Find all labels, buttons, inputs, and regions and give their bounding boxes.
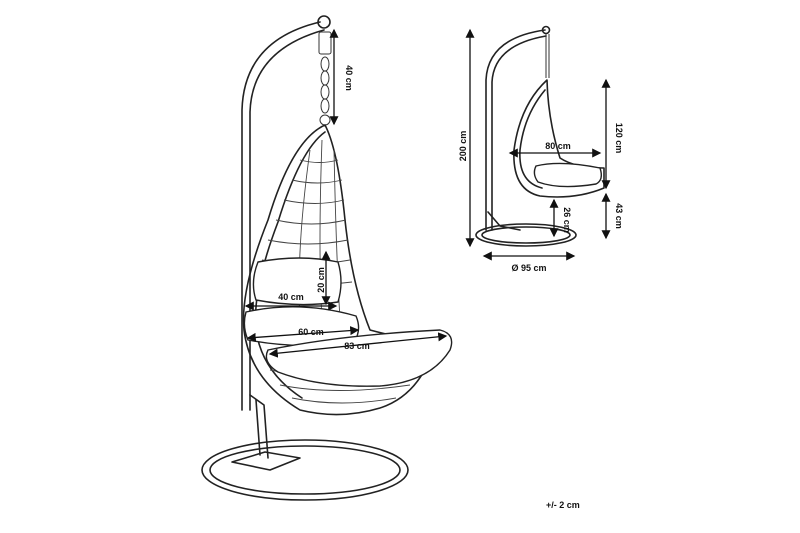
dim-depth-label: 83 cm — [344, 341, 370, 351]
main-chain — [318, 31, 332, 126]
main-cushions — [243, 257, 453, 387]
dim-total-height-label: 200 cm — [458, 131, 468, 162]
dim-seat-height-label: 43 cm — [614, 203, 624, 229]
dim-seat-width-label: 60 cm — [298, 327, 324, 337]
main-base-ring — [201, 439, 409, 501]
side-dimensions: 200 cm 80 cm 120 cm 43 cm 26 cm Ø 95 cm — [458, 28, 624, 273]
main-stand — [241, 15, 331, 459]
dim-ground-clearance-label: 26 cm — [562, 207, 572, 233]
dim-base-label: Ø 95 cm — [511, 263, 546, 273]
side-pod — [513, 79, 605, 198]
dim-chair-height-label: 120 cm — [614, 123, 624, 154]
side-chain — [545, 34, 550, 78]
tolerance-note: +/- 2 cm — [546, 500, 580, 510]
dim-width-label: 80 cm — [545, 141, 571, 151]
dim-chain-label: 40 cm — [344, 65, 354, 91]
side-base — [475, 211, 577, 247]
dim-inner-width-label: 40 cm — [278, 292, 304, 302]
side-chair-view: 200 cm 80 cm 120 cm 43 cm 26 cm Ø 95 cm — [458, 25, 624, 273]
main-dimensions: 40 cm 20 cm 40 cm 60 cm 83 cm — [244, 28, 448, 358]
dim-back-height-label: 20 cm — [316, 267, 326, 293]
main-chair-view: 40 cm 20 cm 40 cm 60 cm 83 cm — [201, 15, 453, 501]
side-stand — [485, 25, 551, 231]
